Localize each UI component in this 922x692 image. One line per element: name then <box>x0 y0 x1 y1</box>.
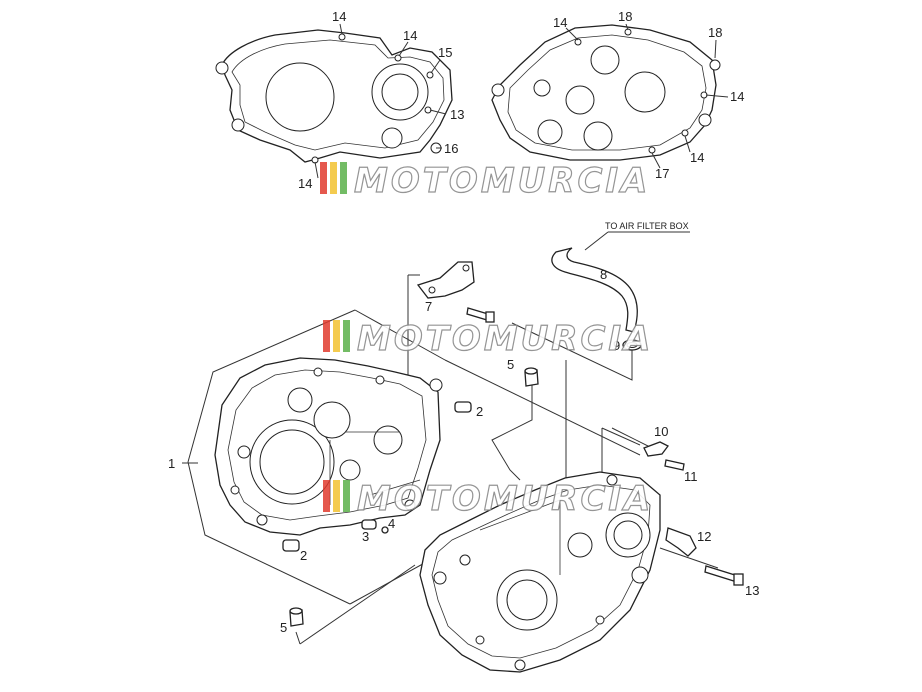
callout-4: 4 <box>388 516 395 531</box>
small-parts <box>282 247 744 627</box>
callout-14: 14 <box>730 89 744 104</box>
callout-14: 14 <box>298 176 312 191</box>
watermark-logo: MOTOMURCIA <box>320 160 650 202</box>
air-filter-note: TO AIR FILTER BOX <box>605 221 689 231</box>
assembly-frame-lines <box>182 231 719 645</box>
right-crankcase-half <box>419 471 661 673</box>
callout-11: 11 <box>684 469 698 484</box>
callout-14: 14 <box>553 15 567 30</box>
watermark-stripe <box>343 480 350 512</box>
callout-5: 5 <box>280 620 287 635</box>
left-cover-gasket <box>215 29 453 164</box>
watermark-stripe <box>330 162 337 194</box>
watermark-text: MOTOMURCIA <box>357 479 653 519</box>
callout-13: 13 <box>450 107 464 122</box>
callout-5: 5 <box>507 357 514 372</box>
callout-14: 14 <box>332 9 346 24</box>
watermark-stripe <box>333 480 340 512</box>
callout-13: 13 <box>745 583 759 598</box>
callout-10: 10 <box>654 424 668 439</box>
callout-7: 7 <box>425 299 432 314</box>
callout-9: 9 <box>613 338 620 353</box>
callout-17: 17 <box>655 166 669 181</box>
callout-2: 2 <box>300 548 307 563</box>
watermark-stripe <box>333 320 340 352</box>
callout-18: 18 <box>618 9 632 24</box>
callout-3: 3 <box>362 529 369 544</box>
callout-8: 8 <box>600 267 607 282</box>
callout-2: 2 <box>476 404 483 419</box>
watermark-stripe <box>340 162 347 194</box>
watermark-stripe <box>323 320 330 352</box>
callout-1: 1 <box>168 456 175 471</box>
callout-18: 18 <box>708 25 722 40</box>
callout-12: 12 <box>697 529 711 544</box>
left-crankcase-half <box>214 357 443 536</box>
watermark-stripe <box>320 162 327 194</box>
callout-15: 15 <box>438 45 452 60</box>
callout-14: 14 <box>403 28 417 43</box>
watermark-text: MOTOMURCIA <box>357 319 653 359</box>
top-leader-lines <box>314 23 729 179</box>
watermark-logo: MOTOMURCIA <box>323 318 653 360</box>
watermark-stripe <box>323 480 330 512</box>
watermark-text: MOTOMURCIA <box>354 161 650 201</box>
callout-16: 16 <box>444 141 458 156</box>
right-cover-gasket <box>491 24 721 161</box>
watermark-stripe <box>343 320 350 352</box>
callout-14: 14 <box>690 150 704 165</box>
callout-labels: 14 14 15 13 16 14 14 18 18 14 14 17 TO A… <box>168 9 759 635</box>
watermark-logo: MOTOMURCIA <box>323 478 653 520</box>
